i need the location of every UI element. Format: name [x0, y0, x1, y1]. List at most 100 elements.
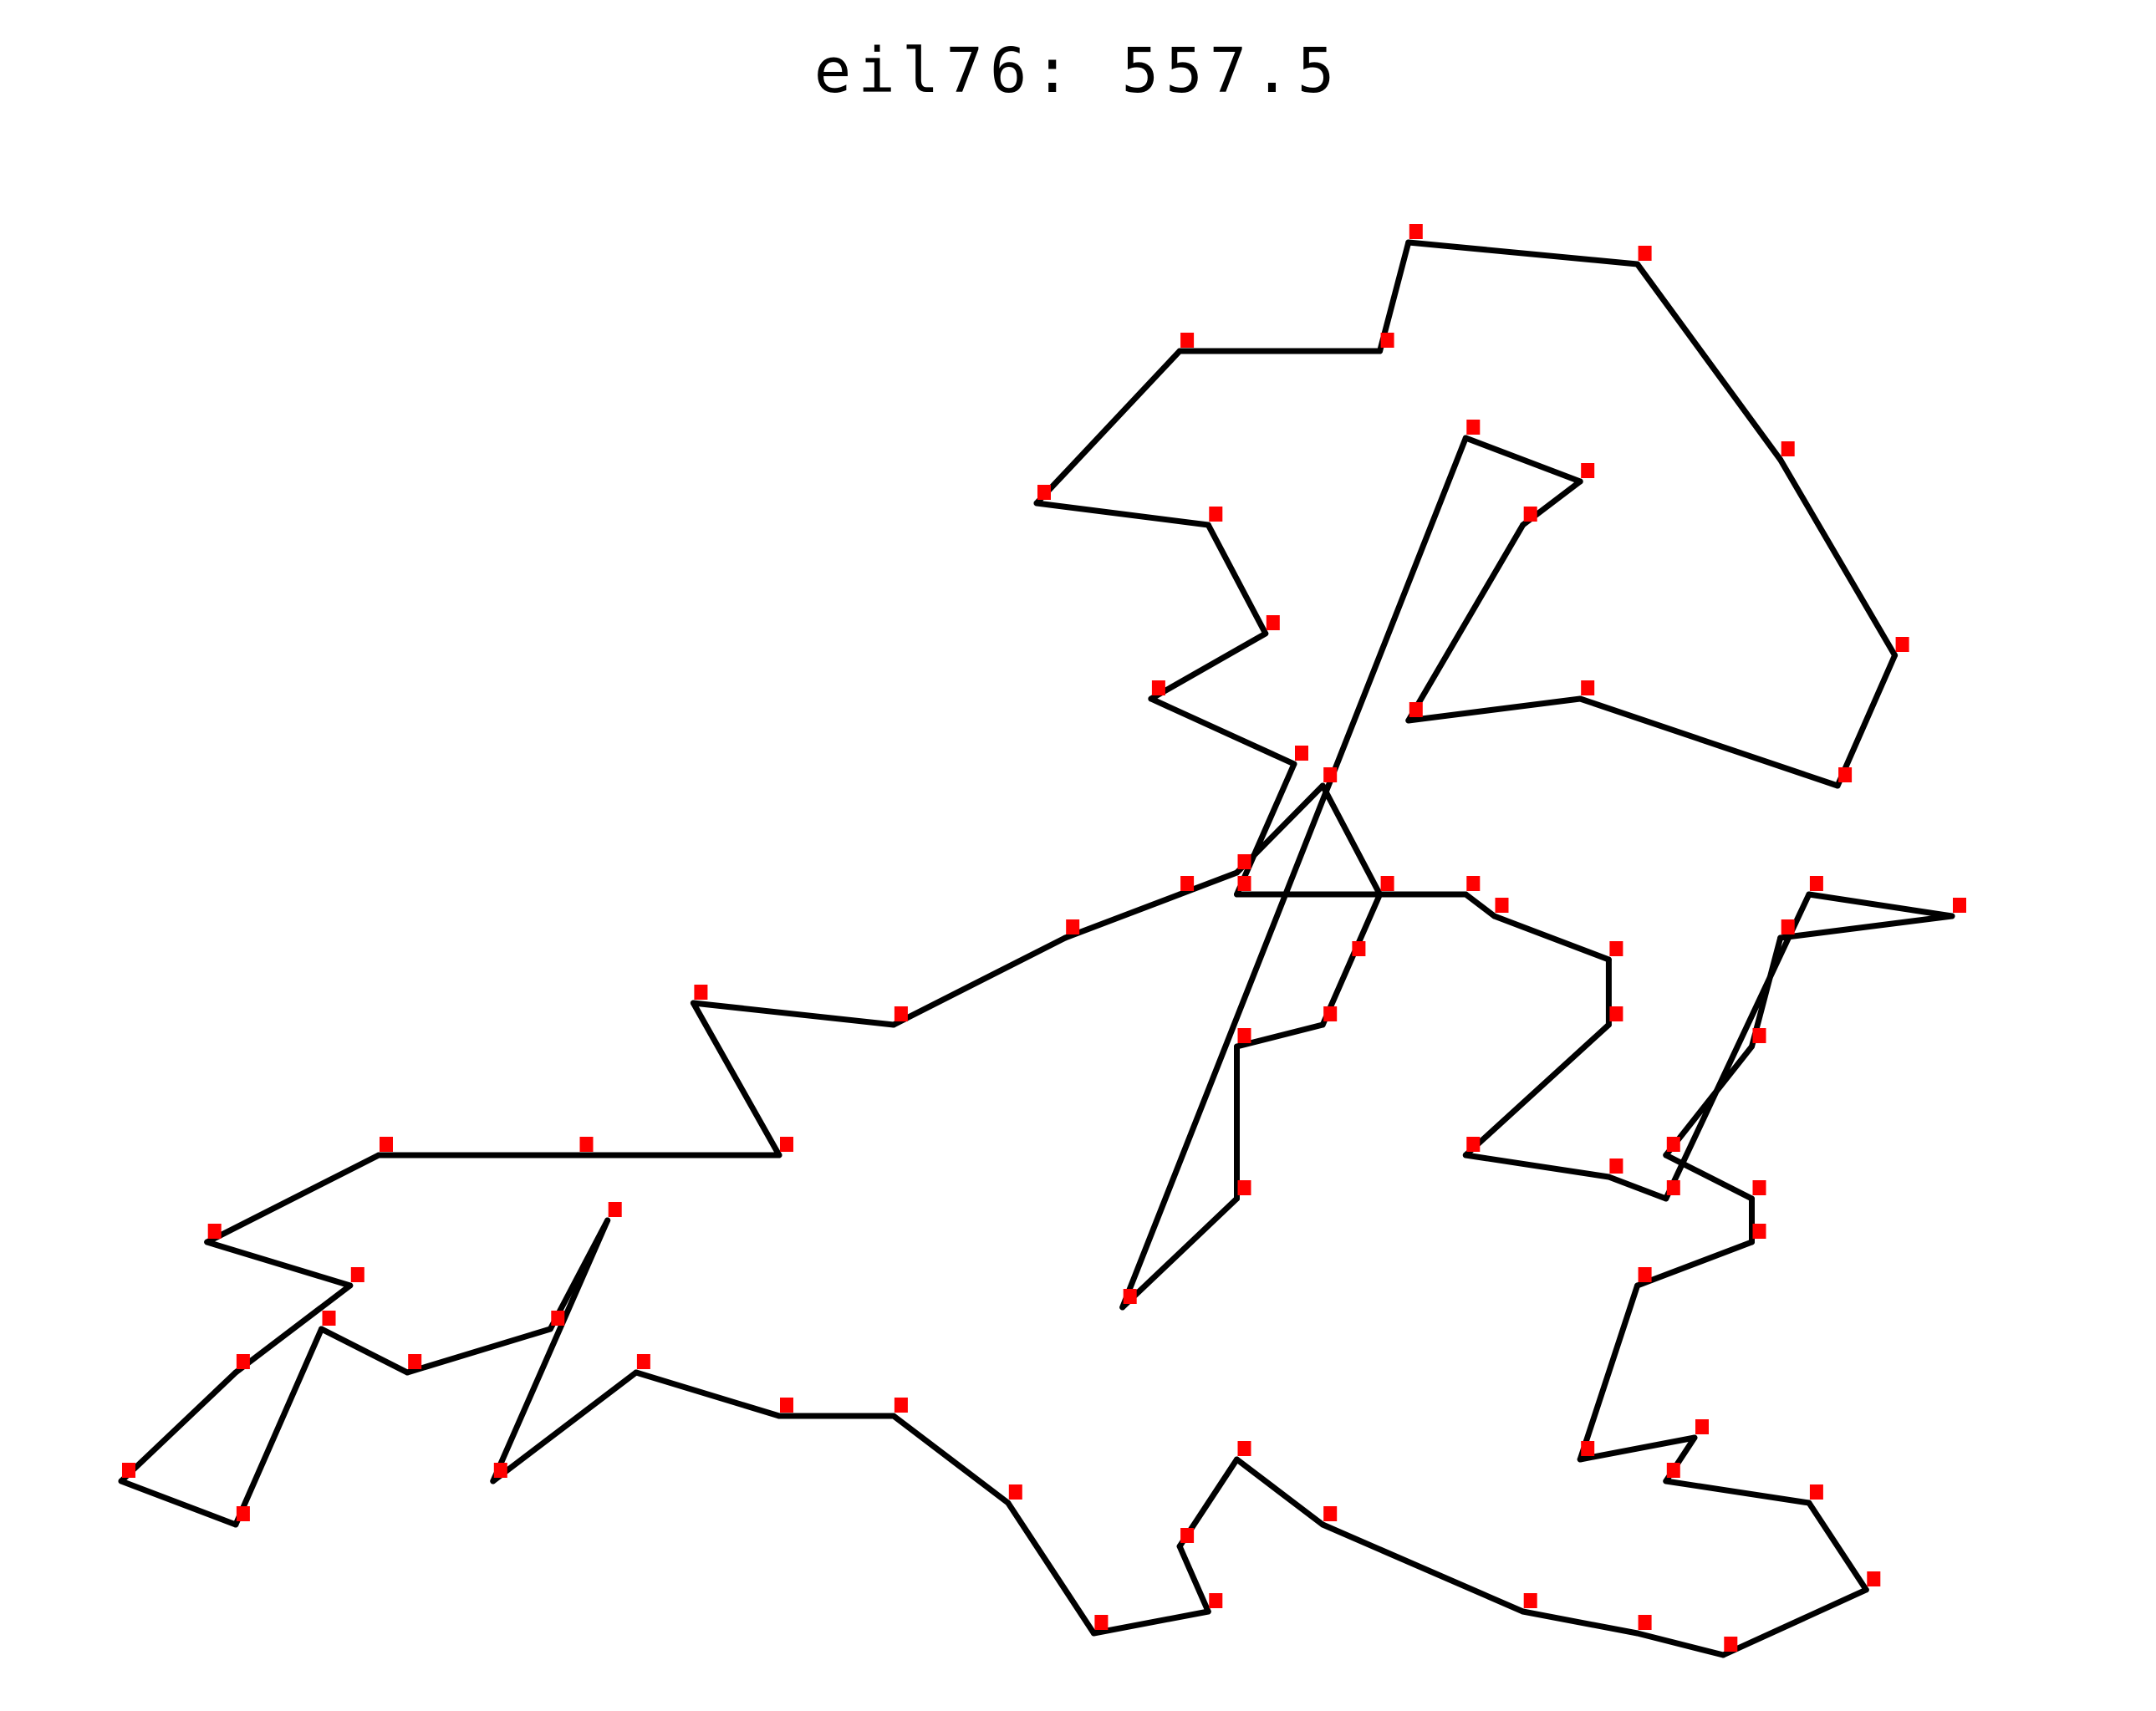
city-node	[894, 1398, 908, 1413]
tour-edge	[404, 1326, 553, 1376]
city-node	[1638, 1615, 1652, 1630]
city-node	[1724, 1637, 1738, 1652]
city-nodes	[122, 224, 1966, 1652]
city-node	[1323, 1006, 1338, 1021]
tour-edge	[1806, 891, 1955, 919]
tour-edge	[490, 1217, 611, 1484]
tour-edge	[1634, 261, 1784, 463]
tour-edge	[890, 934, 1068, 1028]
tour-edge	[1319, 782, 1384, 898]
city-node	[1409, 224, 1423, 239]
tour-edge	[633, 1369, 782, 1419]
tour-edge	[1033, 348, 1183, 507]
tour-edge	[1634, 1239, 1755, 1289]
city-node	[780, 1398, 793, 1413]
tour-edge	[1577, 695, 1841, 789]
tour-edge	[1062, 891, 1183, 941]
tour-edge	[1005, 1500, 1097, 1637]
city-node	[207, 1224, 222, 1239]
tour-edge	[1405, 695, 1583, 724]
tour-edge	[1176, 1543, 1211, 1615]
chart-title: eil76: 557.5	[814, 35, 1342, 107]
city-node	[1037, 485, 1051, 500]
tour-edge	[1090, 1608, 1211, 1637]
city-node	[380, 1137, 393, 1152]
tour-edge	[890, 1413, 1012, 1506]
tour-edge	[1605, 1174, 1669, 1202]
city-node	[322, 1311, 336, 1326]
tour-edge	[1663, 1478, 1812, 1506]
city-node	[780, 1137, 793, 1152]
city-node	[1752, 1028, 1766, 1043]
tour-edge	[1777, 913, 1955, 941]
city-node	[1094, 1615, 1109, 1630]
city-node	[1838, 767, 1853, 782]
city-node	[1180, 333, 1195, 348]
city-node	[608, 1202, 622, 1217]
city-node	[1237, 1441, 1251, 1456]
tour-edge	[1462, 435, 1583, 485]
tour-edge	[1520, 1608, 1641, 1637]
tour-edge	[1634, 1630, 1726, 1658]
tour-edge	[204, 1152, 382, 1245]
tour-edge	[1777, 456, 1899, 659]
city-node	[1581, 1441, 1595, 1456]
city-node	[1008, 1484, 1022, 1500]
tour-edge	[1720, 1586, 1869, 1658]
tour-edge	[1806, 1500, 1869, 1593]
city-node	[1666, 1180, 1680, 1195]
city-node	[1895, 637, 1909, 652]
city-node	[1781, 919, 1795, 934]
city-node	[1151, 680, 1165, 695]
tour-edge	[204, 1239, 354, 1289]
tour-path	[118, 239, 1955, 1658]
city-node	[1466, 876, 1481, 891]
city-node	[1209, 1593, 1223, 1608]
city-node	[1581, 463, 1595, 478]
city-node	[551, 1311, 565, 1326]
city-node	[1237, 1180, 1251, 1195]
city-node	[236, 1354, 250, 1369]
tour-edge	[1148, 630, 1269, 702]
tour-edge	[1405, 522, 1527, 724]
tour-edge	[319, 1326, 410, 1376]
city-node	[1409, 702, 1423, 717]
city-node	[1380, 333, 1394, 348]
city-node	[1781, 441, 1795, 456]
tour-edge	[1148, 695, 1297, 767]
city-node	[1695, 1419, 1709, 1434]
tour-edge	[1834, 652, 1899, 789]
city-node	[1809, 1484, 1823, 1500]
city-node	[1609, 941, 1623, 956]
city-node	[1752, 1224, 1766, 1239]
city-node	[1666, 1463, 1680, 1478]
tour-edge	[1119, 1195, 1240, 1311]
city-node	[408, 1354, 422, 1369]
tour-edge	[690, 1000, 897, 1028]
tour-edge	[232, 1282, 354, 1376]
city-node	[493, 1463, 507, 1478]
tour-edge	[1205, 522, 1269, 637]
city-node	[1809, 876, 1823, 891]
city-node	[1352, 941, 1366, 956]
city-node	[1581, 680, 1595, 695]
city-node	[1123, 1289, 1137, 1304]
city-node	[636, 1354, 650, 1369]
city-node	[894, 1006, 908, 1021]
city-node	[579, 1137, 594, 1152]
city-node	[1237, 1028, 1251, 1043]
tour-edge	[1462, 1152, 1612, 1180]
city-node	[1295, 746, 1308, 761]
tour-edge	[118, 1478, 239, 1528]
tour-edge	[1491, 913, 1612, 963]
tour-edge	[1119, 435, 1469, 1311]
tour-edge	[118, 1369, 239, 1484]
city-node	[1638, 1267, 1652, 1282]
tour-edge	[1663, 891, 1812, 1202]
tour-edge	[232, 1326, 324, 1528]
city-node	[1266, 615, 1280, 630]
tour-edge	[1234, 1456, 1326, 1528]
city-node	[1638, 246, 1652, 261]
city-node	[1380, 876, 1394, 891]
city-node	[236, 1506, 250, 1521]
